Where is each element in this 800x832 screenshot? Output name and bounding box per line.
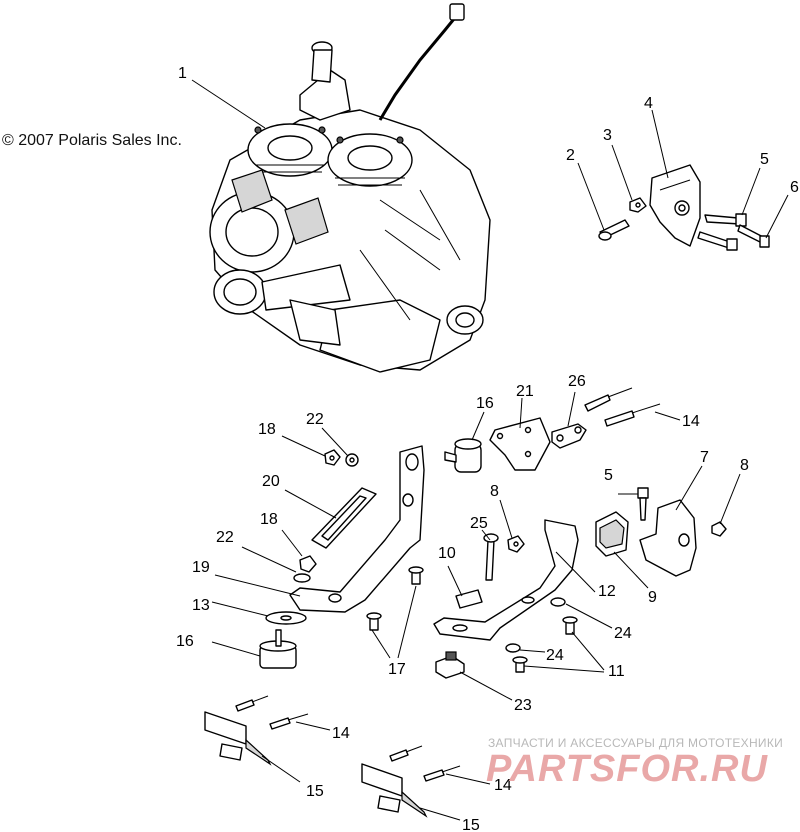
callout-labels: 1 2 3 4 5 6 16 21 26 14 18 22 20 18 22 1… — [176, 65, 799, 832]
part-8-nut-right — [711, 521, 727, 537]
part-9-mount — [595, 511, 629, 557]
callout-22-lower: 22 — [216, 529, 234, 546]
part-18-nut-upper — [324, 449, 341, 466]
callout-4: 4 — [644, 95, 653, 112]
leader-lines — [191, 79, 789, 821]
callout-1: 1 — [178, 65, 187, 82]
part-7-bracket — [639, 499, 697, 577]
callout-24-lower: 24 — [546, 647, 564, 664]
callout-13: 13 — [192, 597, 210, 614]
callout-19: 19 — [192, 559, 210, 576]
callout-20: 20 — [262, 473, 280, 490]
callout-16-lower: 16 — [176, 633, 194, 650]
callout-15-right: 15 — [462, 817, 480, 832]
callout-11: 11 — [608, 663, 625, 680]
part-12-right-bracket — [433, 519, 579, 641]
part-10-spacer — [455, 589, 483, 609]
callout-22-upper: 22 — [306, 411, 324, 428]
part-14-rivets-upper — [584, 387, 661, 427]
part-15-plate-right — [361, 763, 428, 818]
callout-23: 23 — [514, 697, 532, 714]
part-16-upper-damper — [444, 438, 482, 473]
part-3-nut — [629, 197, 647, 213]
part-14-rivets-lower-left — [235, 695, 309, 730]
callout-2: 2 — [566, 147, 575, 164]
part-13-shim — [265, 611, 307, 625]
callout-8-mid: 8 — [490, 483, 499, 500]
engine-assembly — [209, 3, 491, 373]
part-22-washer-upper — [345, 453, 359, 467]
part-20-slotted-bar — [311, 487, 377, 549]
callout-14-lower-right: 14 — [494, 777, 512, 794]
part-11-pins — [512, 616, 578, 673]
part-22-washer-lower — [293, 573, 311, 583]
callout-14-upper: 14 — [682, 413, 700, 430]
callout-18-lower: 18 — [260, 511, 278, 528]
callout-16-upper: 16 — [476, 395, 494, 412]
callout-10: 10 — [438, 545, 456, 562]
part-6-bolt — [737, 224, 770, 248]
part-25-bolt — [483, 533, 499, 581]
callout-15-left: 15 — [306, 783, 324, 800]
callout-12: 12 — [598, 583, 616, 600]
copyright-notice: © 2007 Polaris Sales Inc. — [2, 132, 182, 149]
watermark-brand: PARTSFOR.RU — [486, 748, 768, 790]
part-23-pad — [435, 651, 465, 679]
part-4-mount-bracket — [649, 164, 701, 247]
part-5-bolts — [697, 213, 747, 251]
part-17-pins — [366, 566, 424, 631]
callout-17: 17 — [388, 661, 406, 678]
part-26-link — [551, 423, 587, 449]
callout-24-upper: 24 — [614, 625, 632, 642]
callout-6: 6 — [790, 179, 799, 196]
part-2-bolt — [598, 219, 630, 241]
callout-14-lower-left: 14 — [332, 725, 350, 742]
callout-8-right: 8 — [740, 457, 749, 474]
callout-5-top: 5 — [760, 151, 769, 168]
callout-9: 9 — [648, 589, 657, 606]
callout-3: 3 — [603, 127, 612, 144]
part-18-nut-lower — [299, 555, 317, 573]
part-5-bolt-mid — [637, 487, 649, 521]
callout-25: 25 — [470, 515, 488, 532]
callout-21: 21 — [516, 383, 534, 400]
part-16-lower-damper — [259, 629, 297, 669]
part-15-plate-left — [204, 711, 272, 766]
callout-18-upper: 18 — [258, 421, 276, 438]
part-24-washers — [505, 597, 566, 653]
part-21-plate — [489, 417, 551, 471]
part-14-rivets-lower-right — [389, 745, 461, 782]
part-8-nut-mid — [507, 535, 525, 553]
callout-26: 26 — [568, 373, 586, 390]
callout-5-mid: 5 — [604, 467, 613, 484]
part-19-left-bracket — [289, 445, 425, 613]
callout-7: 7 — [700, 449, 709, 466]
watermark-tagline: ЗАПЧАСТИ И АКСЕССУАРЫ ДЛЯ МОТОТЕХНИКИ — [488, 736, 784, 750]
